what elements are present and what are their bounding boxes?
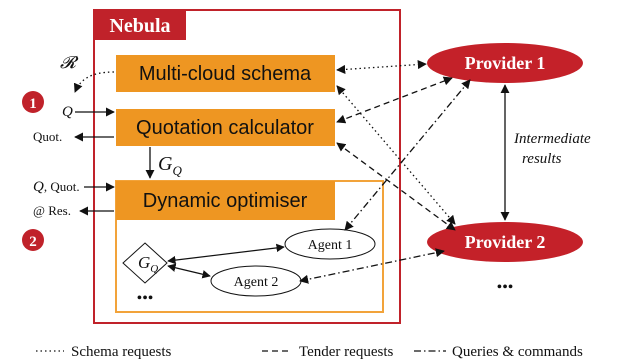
step-2-label: 2: [29, 234, 37, 250]
agent-2: Agent 2: [210, 265, 302, 297]
diamond-agent1-arrow: [167, 243, 285, 265]
quotation-provider1-dashed: [336, 76, 453, 124]
legend-schema-label: Schema requests: [71, 344, 172, 360]
intermediate-line1: Intermediate: [513, 131, 591, 147]
q-input-label: Q: [62, 104, 73, 120]
intermediate-line2: results: [522, 151, 562, 167]
agent-1-label: Agent 1: [308, 238, 353, 253]
gq-diamond: GQ: [122, 242, 168, 284]
svg-text:Intermediate results: Intermediate results: [513, 131, 594, 167]
schema-provider1-dotted: [336, 60, 427, 74]
legend: Schema requests Tender requests Queries …: [36, 344, 583, 360]
r-schema-dotted: [73, 71, 115, 93]
nebula-title: Nebula: [109, 15, 170, 37]
agents-more-dots: •••: [137, 290, 154, 307]
res-output-label: @ Res.: [33, 203, 71, 218]
multi-cloud-schema-label: Multi-cloud schema: [139, 63, 312, 85]
quotation-calculator-label: Quotation calculator: [136, 117, 314, 139]
gq-label-sub: Q: [172, 163, 182, 178]
q-quot-input-rest: , Quot.: [44, 179, 80, 194]
r-symbol: 𝓡: [60, 53, 79, 72]
provider-2: Provider 2: [427, 222, 583, 262]
provider-2-label: Provider 2: [465, 232, 546, 252]
nebula-container: Nebula: [93, 9, 401, 324]
diamond-agent2-arrow: [167, 263, 211, 279]
agent-1: Agent 1: [284, 228, 376, 260]
q-quot-input-Q: Q: [33, 179, 44, 195]
quotation-calculator-box: Quotation calculator: [116, 109, 335, 146]
quot-output-label: Quot.: [33, 129, 62, 144]
diamond-gq-main: G: [138, 253, 150, 272]
legend-queries-label: Queries & commands: [452, 344, 583, 360]
nebula-title-tab: [94, 10, 186, 40]
schema-provider2-dotted: [336, 85, 456, 225]
agent1-provider1-dashdot: [344, 79, 471, 231]
step-1-label: 1: [29, 96, 37, 112]
dynamic-optimiser-box: Dynamic optimiser: [116, 181, 335, 220]
step-1-badge: [22, 91, 44, 113]
agent2-provider2-dashdot: [299, 248, 445, 284]
multi-cloud-schema-box: Multi-cloud schema: [116, 55, 335, 92]
svg-text:Q, Quot.: Q, Quot.: [33, 179, 80, 195]
legend-tender-label: Tender requests: [299, 344, 393, 360]
quotation-provider2-dashed: [336, 142, 456, 231]
provider-1-label: Provider 1: [465, 53, 546, 73]
svg-text:GQ: GQ: [158, 153, 182, 178]
diamond-gq-sub: Q: [150, 263, 158, 275]
providers-more-dots: •••: [497, 279, 514, 296]
step-2-badge: [22, 229, 44, 251]
provider-1: Provider 1: [427, 43, 583, 83]
gq-label-main: G: [158, 153, 173, 175]
svg-text:GQ: GQ: [138, 253, 158, 275]
agent-2-label: Agent 2: [234, 275, 279, 290]
dynamic-optimiser-label: Dynamic optimiser: [143, 190, 308, 212]
